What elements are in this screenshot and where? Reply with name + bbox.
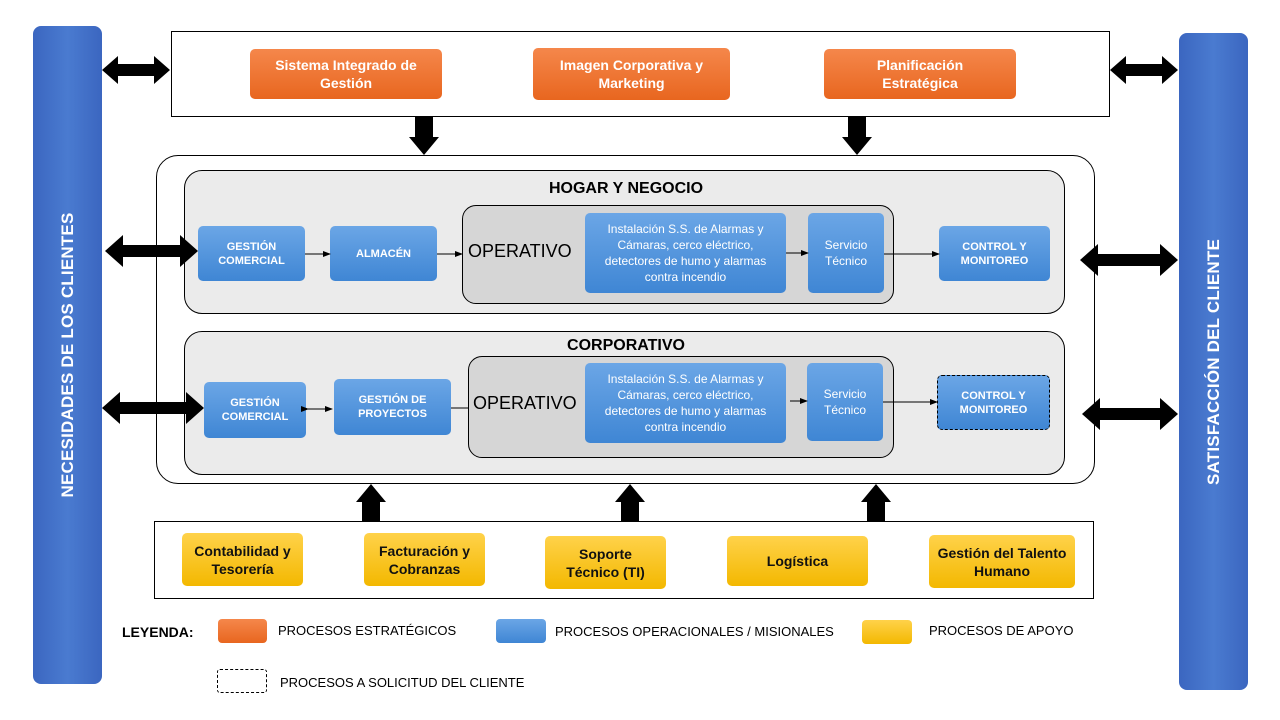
legend-support-label: PROCESOS DE APOYO bbox=[929, 623, 1074, 638]
hogar-negocio-title: HOGAR Y NEGOCIO bbox=[548, 180, 704, 197]
down-arrow-right bbox=[842, 117, 872, 155]
up-arrow-right bbox=[861, 484, 891, 521]
double-arrow-top-right bbox=[1110, 56, 1178, 84]
strategic-process-imagen[interactable]: Imagen Corporativa y Marketing bbox=[533, 48, 730, 100]
double-arrow-top-left bbox=[102, 56, 170, 84]
support-process-contabilidad[interactable]: Contabilidad y Tesorería bbox=[182, 533, 303, 586]
corporativo-servicio-tecnico[interactable]: Servicio Técnico bbox=[807, 363, 883, 441]
double-arrow-hogar-right bbox=[1080, 244, 1178, 276]
legend-strategic-swatch bbox=[218, 619, 267, 643]
corporativo-title: CORPORATIVO bbox=[567, 337, 685, 354]
corporativo-operativo-label: OPERATIVO bbox=[473, 393, 577, 413]
hogar-gestion-comercial[interactable]: GESTIÓN COMERCIAL bbox=[198, 226, 305, 281]
double-arrow-hogar-left bbox=[105, 235, 198, 267]
hogar-control-monitoreo[interactable]: CONTROL Y MONITOREO bbox=[939, 226, 1050, 281]
corporativo-instalacion[interactable]: Instalación S.S. de Alarmas y Cámaras, c… bbox=[585, 363, 786, 443]
hogar-servicio-tecnico[interactable]: Servicio Técnico bbox=[808, 213, 884, 293]
legend-strategic-label: PROCESOS ESTRATÉGICOS bbox=[278, 623, 457, 638]
left-side-bar: NECESIDADES DE LOS CLIENTES bbox=[33, 26, 102, 684]
corporativo-control-monitoreo[interactable]: CONTROL Y MONITOREO bbox=[937, 375, 1050, 430]
legend-support-swatch bbox=[862, 620, 912, 644]
legend-on-request-swatch bbox=[217, 669, 267, 693]
right-side-bar: SATISFACCIÓN DEL CLIENTE bbox=[1179, 33, 1248, 690]
hogar-almacen[interactable]: ALMACÉN bbox=[330, 226, 437, 281]
hogar-operativo-label: OPERATIVO bbox=[468, 241, 572, 261]
double-arrow-corporativo-left bbox=[102, 392, 204, 424]
double-arrow-corporativo-right bbox=[1082, 398, 1178, 430]
support-process-talento-humano[interactable]: Gestión del Talento Humano bbox=[929, 535, 1075, 588]
corporativo-gestion-proyectos[interactable]: GESTIÓN DE PROYECTOS bbox=[334, 379, 451, 435]
support-process-soporte[interactable]: Soporte Técnico (TI) bbox=[545, 536, 666, 589]
legend-on-request-label: PROCESOS A SOLICITUD DEL CLIENTE bbox=[280, 675, 525, 690]
legend-title: LEYENDA: bbox=[122, 624, 194, 640]
corporativo-gestion-comercial[interactable]: GESTIÓN COMERCIAL bbox=[204, 382, 306, 438]
up-arrow-left bbox=[356, 484, 386, 521]
hogar-instalacion[interactable]: Instalación S.S. de Alarmas y Cámaras, c… bbox=[585, 213, 786, 293]
support-process-logistica[interactable]: Logística bbox=[727, 536, 868, 586]
support-process-facturacion[interactable]: Facturación y Cobranzas bbox=[364, 533, 485, 586]
legend-operational-label: PROCESOS OPERACIONALES / MISIONALES bbox=[555, 624, 834, 639]
strategic-process-planificacion[interactable]: Planificación Estratégica bbox=[824, 49, 1016, 99]
legend-operational-swatch bbox=[496, 619, 546, 643]
down-arrow-left bbox=[409, 117, 439, 155]
strategic-process-sig[interactable]: Sistema Integrado de Gestión bbox=[250, 49, 442, 99]
up-arrow-middle bbox=[615, 484, 645, 521]
